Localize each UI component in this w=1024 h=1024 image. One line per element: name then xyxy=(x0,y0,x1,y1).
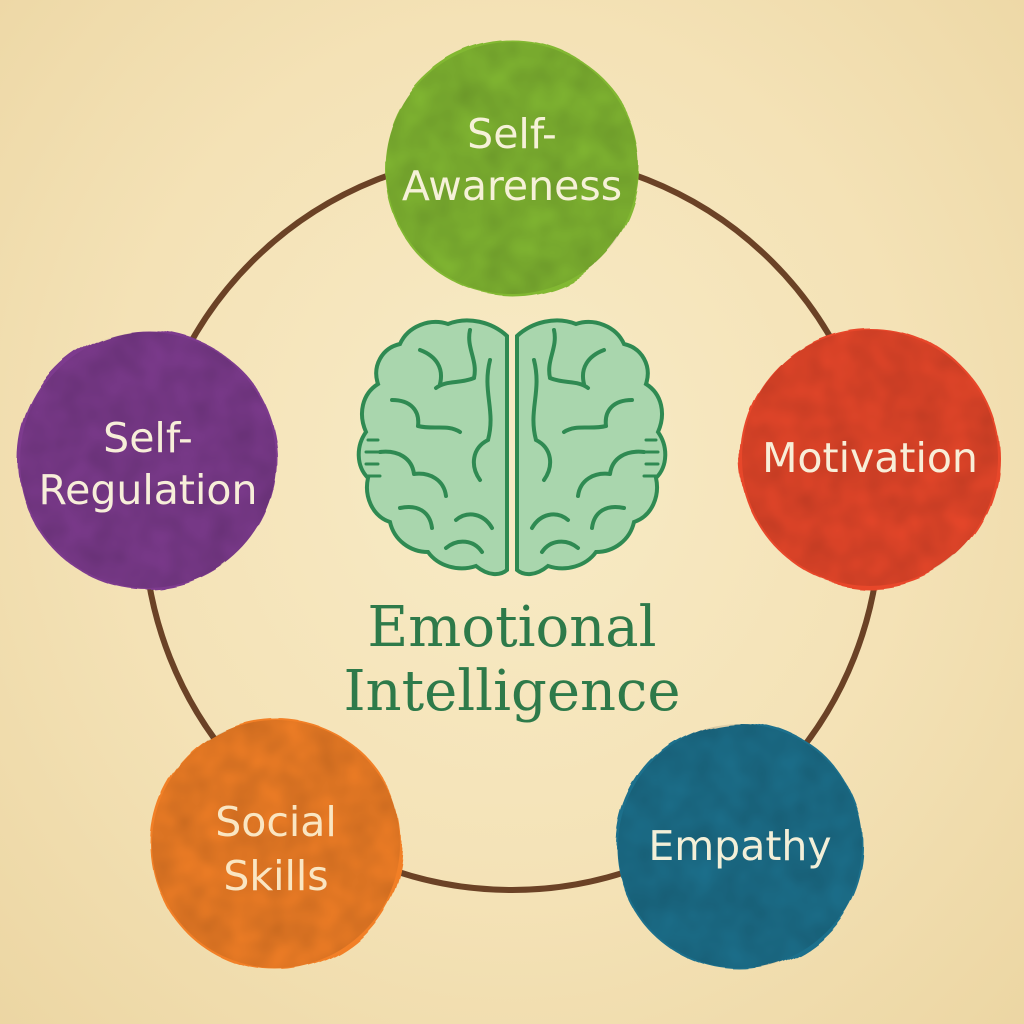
node-self-awareness-label-line-1: Self- xyxy=(467,110,557,158)
node-self-regulation-label-line-2: Regulation xyxy=(39,466,258,514)
node-social-skills-label-line-2: Skills xyxy=(223,852,328,900)
brain-left-hemisphere xyxy=(356,318,509,577)
diagram-title-line-1: Emotional xyxy=(367,595,656,660)
node-self-regulation: Self- Regulation xyxy=(18,330,278,590)
brain-right-hemisphere xyxy=(515,318,668,577)
diagram-title-line-2: Intelligence xyxy=(343,659,680,724)
brain-fold xyxy=(530,328,646,554)
node-self-regulation-texture xyxy=(20,332,276,588)
node-social-skills-label-line-1: Social xyxy=(215,798,337,846)
node-self-awareness-label-line-2: Awareness xyxy=(402,162,622,210)
node-motivation-label: Motivation xyxy=(762,434,978,482)
node-motivation: Motivation xyxy=(740,328,1000,588)
node-social-skills-texture xyxy=(152,720,400,968)
node-self-awareness-texture xyxy=(386,42,638,294)
node-empathy-texture xyxy=(618,724,862,968)
node-self-awareness: Self- Awareness xyxy=(384,40,640,296)
node-empathy-label: Empathy xyxy=(648,822,831,870)
node-motivation-texture xyxy=(742,330,998,586)
brain-icon xyxy=(356,318,668,577)
node-empathy: Empathy xyxy=(616,722,864,970)
node-social-skills: Social Skills xyxy=(150,718,402,970)
brain-fold xyxy=(378,328,494,554)
node-self-regulation-label-line-1: Self- xyxy=(103,414,193,462)
brain-side-ridge xyxy=(364,438,660,478)
